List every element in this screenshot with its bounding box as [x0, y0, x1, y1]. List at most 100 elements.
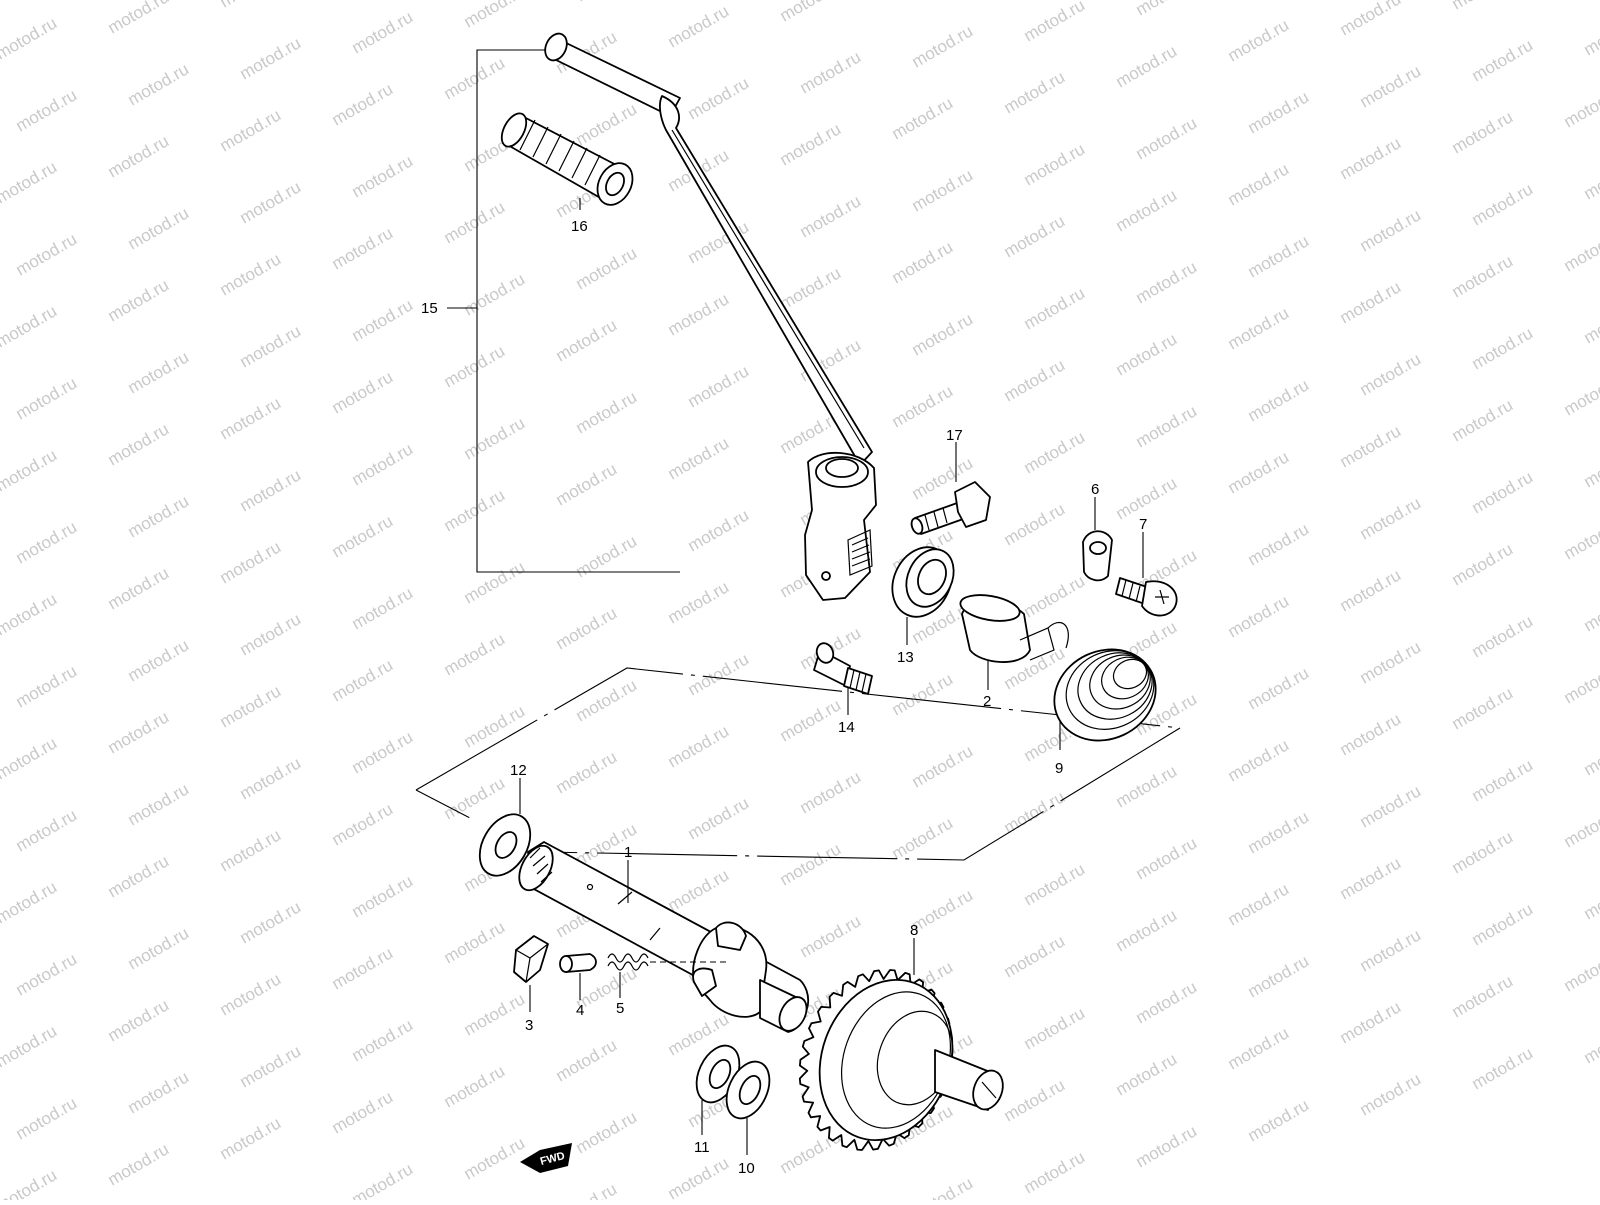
watermark-text: motod.ru	[1561, 369, 1600, 419]
watermark-text: motod.ru	[329, 223, 397, 273]
watermark-text: motod.ru	[797, 191, 865, 241]
watermark-text: motod.ru	[1449, 827, 1517, 877]
watermark-text: motod.ru	[1581, 729, 1600, 779]
watermark-text: motod.ru	[1001, 1075, 1069, 1125]
watermark-text: motod.ru	[573, 243, 641, 293]
watermark-text: motod.ru	[909, 885, 977, 935]
watermark-text: motod.ru	[1133, 833, 1201, 883]
watermark-text: motod.ru	[1021, 139, 1089, 189]
watermark-text: motod.ru	[1337, 0, 1405, 39]
watermark-text: motod.ru	[1337, 133, 1405, 183]
callout-13: 13	[897, 649, 914, 666]
watermark-text: motod.ru	[1449, 0, 1517, 13]
watermark-text: motod.ru	[1245, 519, 1313, 569]
watermark-text: motod.ru	[461, 413, 529, 463]
watermark-text: motod.ru	[1245, 951, 1313, 1001]
watermark-text: motod.ru	[573, 99, 641, 149]
watermark-text: motod.ru	[461, 989, 529, 1039]
watermark-text: motod.ru	[777, 119, 845, 169]
watermark-text: motod.ru	[1245, 807, 1313, 857]
watermark-text: motod.ru	[13, 85, 81, 135]
watermark-text: motod.ru	[105, 995, 173, 1045]
watermark-text: motod.ru	[1001, 67, 1069, 117]
watermark-text: motod.ru	[1001, 499, 1069, 549]
watermark-text: motod.ru	[1337, 997, 1405, 1047]
watermark-text: motod.ru	[1581, 297, 1600, 347]
watermark-text: motod.ru	[461, 701, 529, 751]
watermark-text: motod.ru	[1001, 787, 1069, 837]
watermark-text: motod.ru	[909, 165, 977, 215]
watermark-text: motod.ru	[1225, 1023, 1293, 1073]
watermark-text: motod.ru	[441, 1061, 509, 1111]
watermark-text: motod.ru	[217, 969, 285, 1019]
watermark-text: motod.ru	[1021, 571, 1089, 621]
watermark-text: motod.ru	[889, 381, 957, 431]
watermark-text: motod.ru	[13, 517, 81, 567]
watermark-text: motod.ru	[1469, 179, 1537, 229]
watermark-text: motod.ru	[573, 675, 641, 725]
watermark-text: motod.ru	[125, 203, 193, 253]
watermark-text: motod.ru	[0, 589, 60, 639]
watermark-text: motod.ru	[217, 681, 285, 731]
watermark-text: motod.ru	[1469, 467, 1537, 517]
watermark-text: motod.ru	[217, 1113, 285, 1163]
watermark-text: motod.ru	[125, 347, 193, 397]
watermark-text: motod.ru	[461, 0, 529, 31]
callout-8: 8	[910, 922, 918, 939]
watermark-text: motod.ru	[349, 1159, 417, 1200]
watermark-text: motod.ru	[1449, 395, 1517, 445]
watermark-text: motod.ru	[13, 229, 81, 279]
callout-3: 3	[525, 1017, 533, 1034]
watermark-text: motod.ru	[1113, 329, 1181, 379]
watermark-text: motod.ru	[125, 923, 193, 973]
watermark-text: motod.ru	[105, 563, 173, 613]
watermark-text: motod.ru	[1245, 87, 1313, 137]
watermark-text: motod.ru	[1245, 1095, 1313, 1145]
watermark-text: motod.ru	[909, 741, 977, 791]
watermark-text: motod.ru	[1225, 159, 1293, 209]
watermark-text: motod.ru	[13, 1093, 81, 1143]
callout-5: 5	[616, 1000, 624, 1017]
watermark-text: motod.ru	[1337, 565, 1405, 615]
watermark-text: motod.ru	[1225, 735, 1293, 785]
watermark-text: motod.ru	[1469, 755, 1537, 805]
watermark-text: motod.ru	[1449, 683, 1517, 733]
watermark-text: motod.ru	[1581, 1017, 1600, 1067]
watermark-text: motod.ru	[665, 1153, 733, 1200]
watermark-text: motod.ru	[0, 301, 60, 351]
watermark-text: motod.ru	[909, 1173, 977, 1200]
watermark-text: motod.ru	[685, 793, 753, 843]
watermark-text: motod.ru	[105, 1139, 173, 1189]
callout-15: 15	[421, 300, 438, 317]
watermark-text: motod.ru	[13, 949, 81, 999]
watermark-text: motod.ru	[1469, 323, 1537, 373]
watermark-text: motod.ru	[329, 1087, 397, 1137]
watermark-text: motod.ru	[553, 1035, 621, 1085]
watermark-text: motod.ru	[1449, 107, 1517, 157]
watermark-text: motod.ru	[0, 733, 60, 783]
watermark-text: motod.ru	[573, 1107, 641, 1157]
watermark-text: motod.ru	[0, 877, 60, 927]
watermark-text: motod.ru	[797, 767, 865, 817]
watermark-text: motod.ru	[0, 13, 60, 63]
watermark-text: motod.ru	[1581, 873, 1600, 923]
watermark-text: motod.ru	[441, 341, 509, 391]
watermark-text: motod.ru	[553, 603, 621, 653]
watermark-text: motod.ru	[1225, 15, 1293, 65]
watermark-text: motod.ru	[461, 557, 529, 607]
watermark-text: motod.ru	[1561, 513, 1600, 563]
watermark-text: motod.ru	[889, 237, 957, 287]
callout-7: 7	[1139, 516, 1147, 533]
watermark-text: motod.ru	[1113, 1049, 1181, 1099]
watermark-text: motod.ru	[889, 813, 957, 863]
watermark-text: motod.ru	[1357, 781, 1425, 831]
callout-6: 6	[1091, 481, 1099, 498]
watermark-text: motod.ru	[441, 917, 509, 967]
watermark-text: motod.ru	[685, 73, 753, 123]
watermark-text: motod.ru	[217, 0, 285, 11]
watermark-text: motod.ru	[237, 33, 305, 83]
watermark-text: motod.ru	[797, 911, 865, 961]
watermark-text: motod.ru	[909, 21, 977, 71]
